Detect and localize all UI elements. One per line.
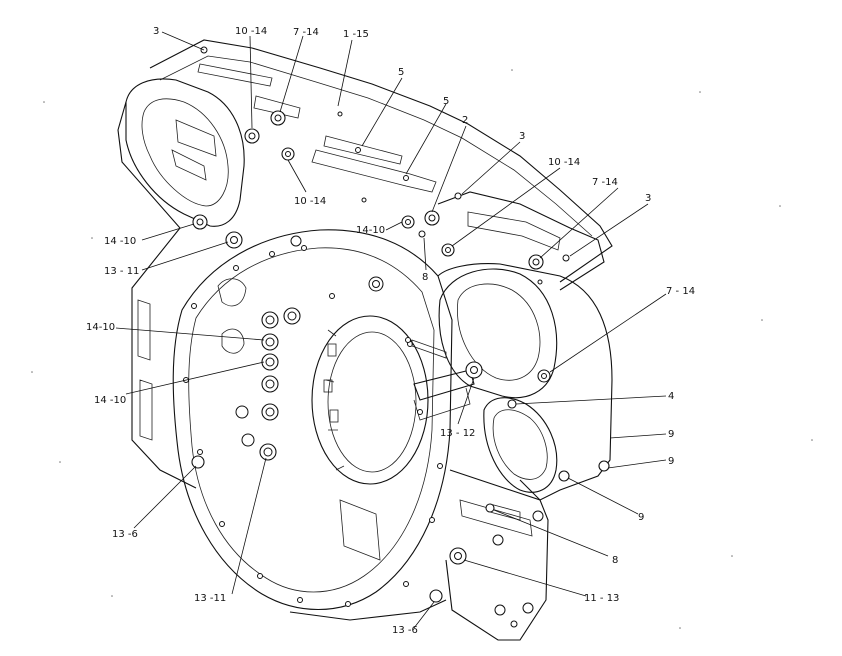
- callout-label: 14-10: [356, 225, 385, 236]
- boss-13-6-a: [191, 455, 205, 469]
- callout-label: 9: [638, 512, 644, 523]
- bottom-rim: [289, 599, 447, 621]
- top-flange-inner-edge: [159, 55, 593, 237]
- callout-labels: 3 10 -14 7 -14 1 -15 5 5 10 -14 2 3 10 -…: [86, 26, 695, 636]
- upper-left-cover-frame: [125, 78, 245, 227]
- central-bore-inner: [327, 331, 417, 473]
- cross-rib: [413, 369, 475, 401]
- right-upper-deck: [437, 191, 605, 291]
- callout-label: 13 - 12: [440, 428, 475, 439]
- callout-label: 9: [668, 456, 674, 467]
- callout-label: 1 -15: [343, 29, 369, 40]
- callout-label: 5: [398, 67, 404, 78]
- callout-label: 13 -6: [112, 529, 138, 540]
- callout-label: 7 -14: [293, 27, 319, 38]
- top-slot-long: [311, 149, 437, 193]
- bolt-8: [485, 503, 495, 513]
- callout-label: 3: [645, 193, 651, 204]
- boss-9-b: [598, 460, 610, 472]
- flywheel-housing: [117, 39, 613, 641]
- callout-label: 7 - 14: [666, 286, 695, 297]
- top-flange: [149, 39, 613, 283]
- fasteners: [183, 46, 610, 628]
- boss-9-a: [558, 470, 570, 482]
- upper-left-cover-inner: [141, 98, 229, 207]
- callout-label: 9: [668, 429, 674, 440]
- top-slot-upper: [197, 63, 273, 87]
- boss-13-6-b: [429, 589, 443, 603]
- top-slot-middle: [253, 95, 301, 119]
- central-bore-outer: [311, 315, 429, 485]
- lower-right-block: [445, 469, 549, 641]
- right-gear-housing: [437, 263, 613, 501]
- callout-label: 5: [443, 96, 449, 107]
- callout-label: 8: [422, 272, 428, 283]
- callout-label: 10 -14: [294, 196, 326, 207]
- callout-label: 8: [612, 555, 618, 566]
- callout-label: 14-10: [86, 322, 115, 333]
- callout-label: 2: [462, 115, 468, 126]
- callout-label: 13 -6: [392, 625, 418, 636]
- callout-label: 14 -10: [104, 236, 136, 247]
- lower-face-pad: [339, 499, 381, 561]
- callout-label: 3: [519, 131, 525, 142]
- left-side-wall: [117, 101, 197, 489]
- callout-label: 11 - 13: [584, 593, 619, 604]
- top-slot-long-2: [323, 135, 403, 165]
- flywheel-face-outer-rim: [172, 229, 453, 611]
- callout-label: 10 -14: [548, 157, 580, 168]
- callout-label: 3: [153, 26, 159, 37]
- right-bore-frame: [438, 268, 558, 399]
- lower-right-bore: [483, 397, 558, 493]
- callout-label: 14 -10: [94, 395, 126, 406]
- callout-label: 7 -14: [592, 177, 618, 188]
- callout-label: 13 -11: [194, 593, 226, 604]
- callout-label: 13 - 11: [104, 266, 139, 277]
- flywheel-face-inner-rim: [188, 247, 435, 593]
- dowel-4: [507, 399, 517, 409]
- leader-lines: [115, 31, 667, 629]
- callout-label: 4: [668, 391, 674, 402]
- callout-label: 10 -14: [235, 26, 267, 37]
- pin: [411, 339, 447, 359]
- background-specks: [31, 69, 813, 629]
